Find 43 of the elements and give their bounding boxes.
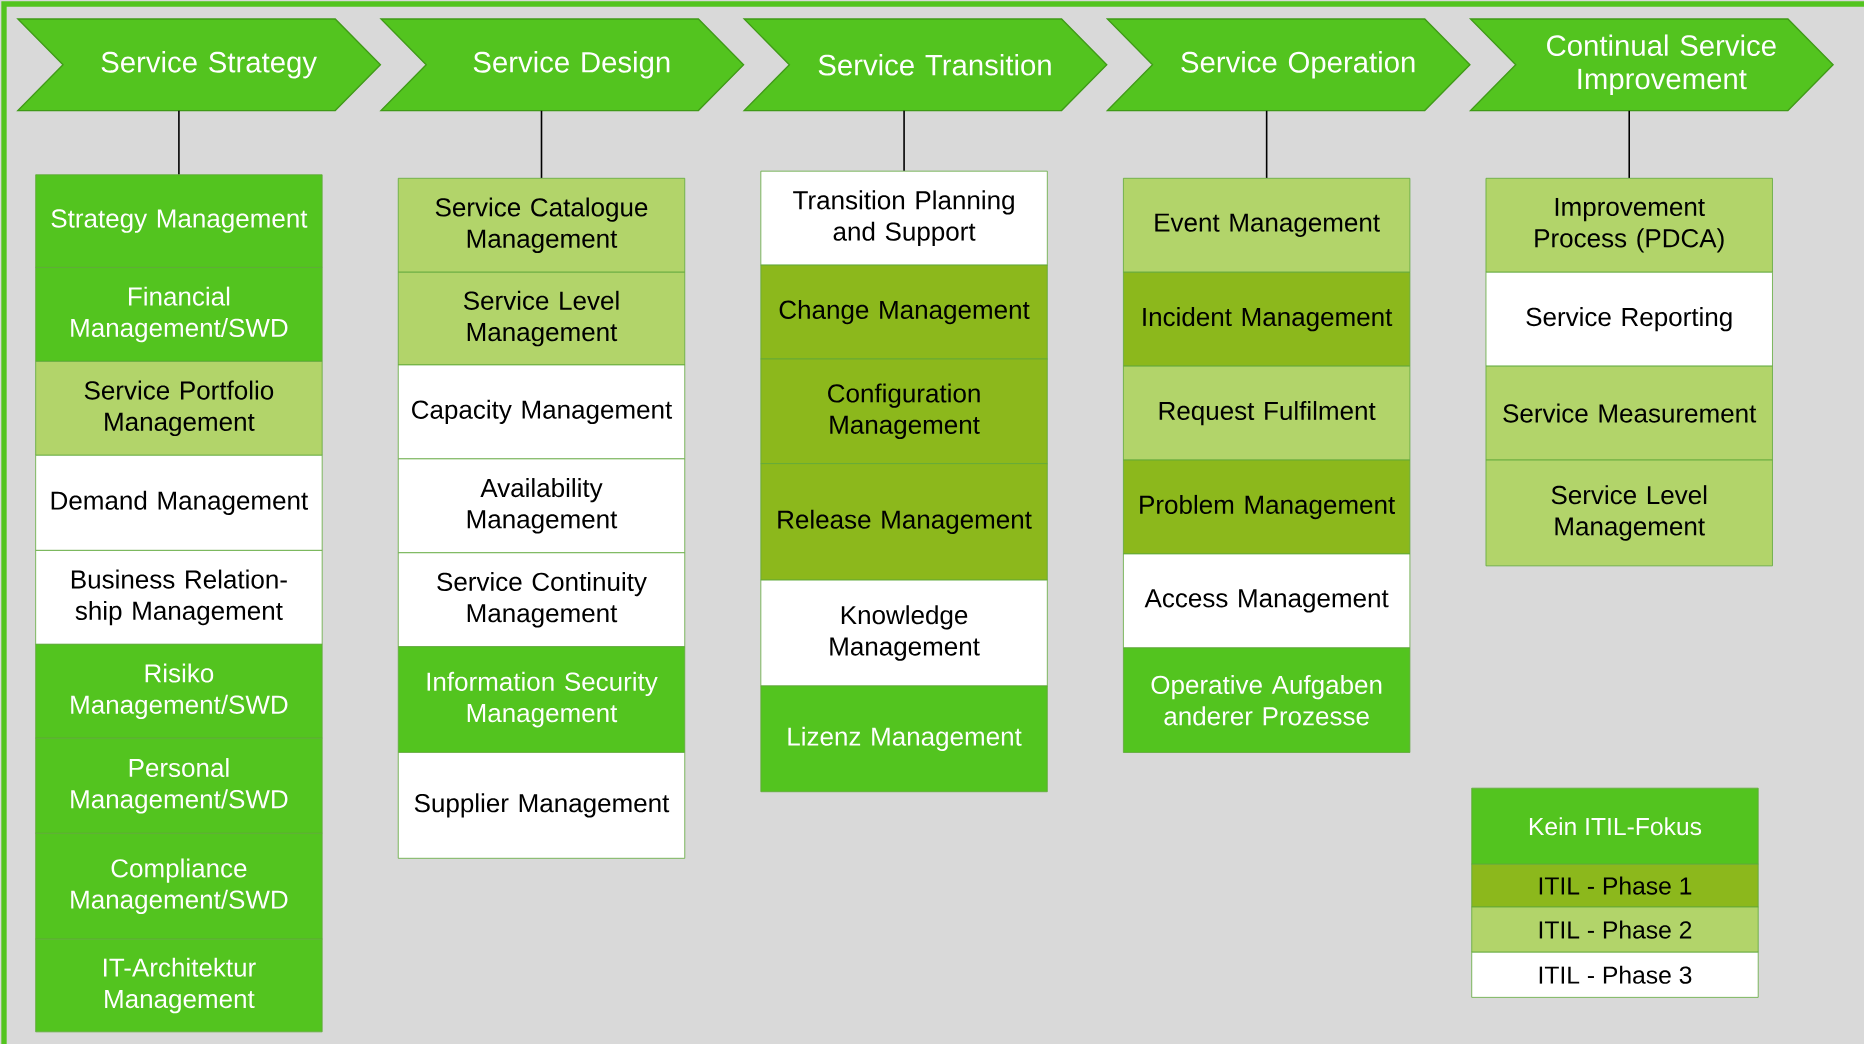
process-box: Lizenz Management (760, 685, 1048, 793)
process-box: Information Security Management (397, 646, 686, 753)
process-box: Service Portfolio Management (35, 361, 323, 456)
process-box: Capacity Management (397, 364, 686, 460)
process-box: Financial Management/SWD (35, 267, 323, 362)
process-box: Service Reporting (1485, 271, 1773, 367)
process-box: Access Management (1123, 553, 1411, 649)
process-box: Configuration Management (760, 358, 1048, 464)
connector-line (903, 110, 905, 172)
process-box: Operative Aufgaben anderer Prozesse (1123, 647, 1411, 753)
process-box: Supplier Management (397, 752, 686, 859)
legend-row: ITIL - Phase 2 (1471, 906, 1759, 953)
process-box: Compliance Management/SWD (35, 832, 323, 940)
process-box: Service Level Management (1485, 459, 1773, 567)
process-box: Change Management (760, 264, 1048, 360)
process-box: Service Level Management (397, 271, 686, 366)
process-box: Problem Management (1123, 459, 1411, 555)
process-box: Service Continuity Management (397, 552, 686, 648)
legend-row: ITIL - Phase 1 (1471, 863, 1759, 908)
legend-row: ITIL - Phase 3 (1471, 951, 1759, 998)
process-box: Improvement Process (PDCA) (1485, 177, 1773, 273)
connector-line (540, 110, 543, 179)
process-box: Incident Management (1123, 271, 1411, 367)
phase-header: Service Strategy (16, 18, 382, 112)
process-box: IT-Architektur Management (35, 938, 323, 1033)
connector-line (1265, 110, 1268, 179)
process-box: Request Fulfilment (1123, 365, 1411, 461)
process-box: Strategy Management (35, 174, 323, 268)
process-box: Transition Planning and Support (760, 170, 1048, 266)
process-box: Availability Management (397, 458, 686, 554)
process-box: Personal Management/SWD (35, 737, 323, 834)
connector-line (178, 110, 180, 176)
process-box: Event Management (1123, 177, 1411, 273)
connector-line (1628, 110, 1630, 179)
process-box: Release Management (760, 463, 1048, 581)
process-box: Knowledge Management (760, 579, 1048, 687)
process-box: Service Measurement (1485, 365, 1773, 461)
process-box: Risiko Management/SWD (35, 643, 323, 739)
process-box: Demand Management (35, 454, 323, 551)
legend-row: Kein ITIL-Fokus (1471, 787, 1759, 865)
process-box: Business Relation-ship Management (35, 550, 323, 645)
phase-header: Continual Service Improvement (1468, 18, 1835, 112)
process-box: Service Catalogue Management (397, 177, 686, 273)
